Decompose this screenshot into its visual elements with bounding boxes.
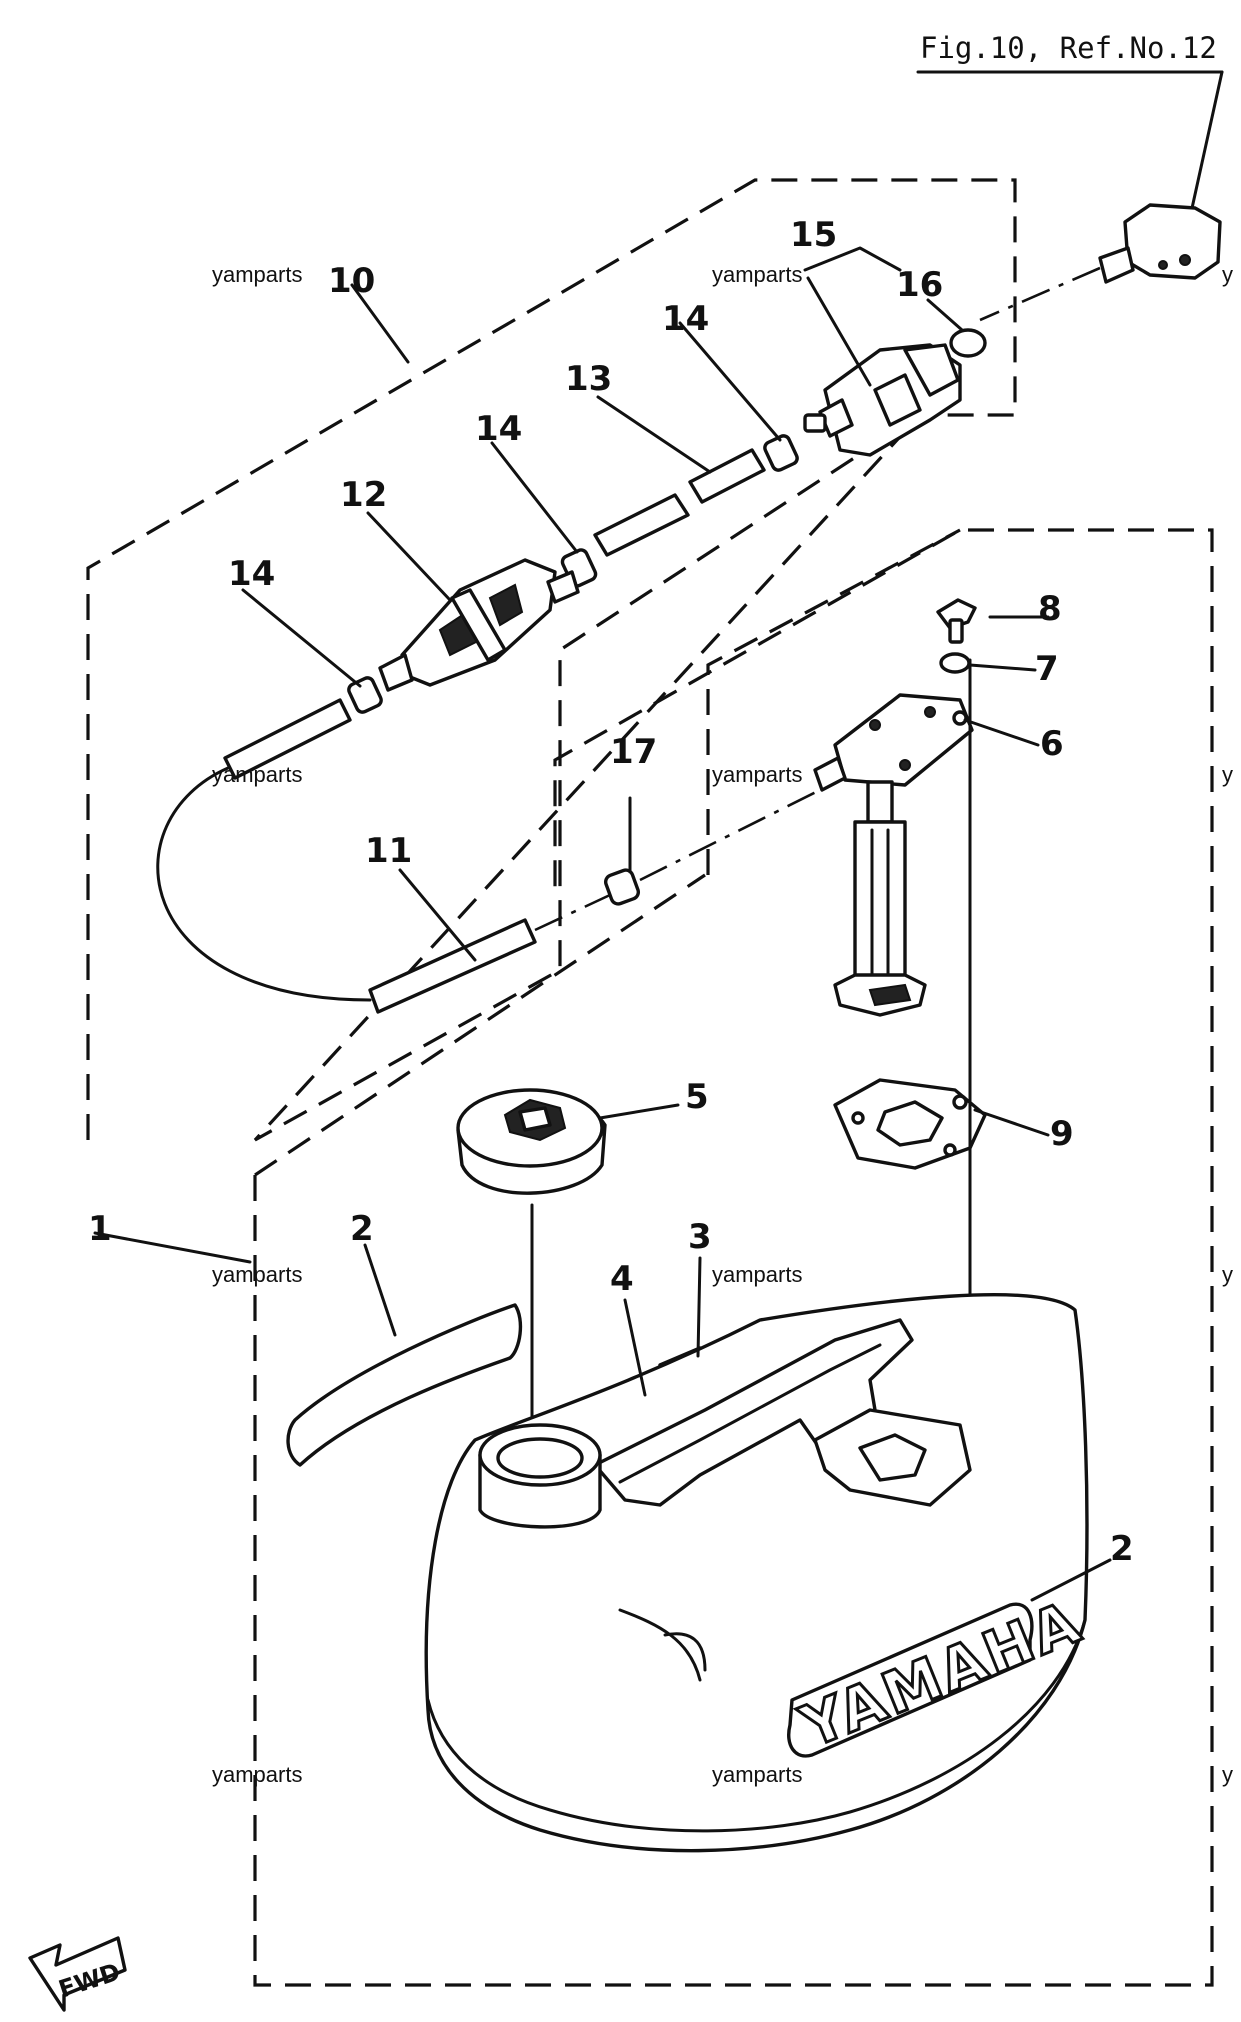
callout-15: 15 — [790, 215, 837, 255]
watermark: yamparts — [212, 762, 302, 787]
connector-centerline — [979, 266, 1101, 322]
clip-centerline — [534, 893, 611, 932]
washer — [939, 652, 971, 674]
callout-14b: 14 — [475, 409, 522, 449]
callout-3: 3 — [688, 1217, 712, 1257]
screw — [936, 598, 977, 644]
callout-1: 1 — [88, 1209, 112, 1249]
callout-11: 11 — [365, 831, 412, 871]
callout-8: 8 — [1038, 589, 1062, 629]
callout-10: 10 — [328, 261, 375, 301]
o-ring — [949, 328, 987, 358]
fuel-joint — [803, 343, 962, 457]
watermark: yamparts — [712, 262, 802, 287]
callout-7: 7 — [1035, 649, 1059, 689]
gauge-centerline — [639, 788, 821, 882]
hose-clip — [347, 676, 383, 714]
forward-arrow: FWD — [28, 1936, 127, 2012]
engine-fuel-connector — [1098, 203, 1222, 284]
watermark-edge: y — [1222, 762, 1233, 787]
hose-clip — [763, 434, 799, 472]
tank-assembly-outline — [253, 528, 1214, 1987]
fuel-tank: YAMAHA — [424, 1293, 1093, 1853]
inner-outline — [706, 528, 961, 875]
watermark: yamparts — [212, 1762, 302, 1787]
callout-9: 9 — [1050, 1114, 1074, 1154]
watermark: yamparts — [712, 1262, 802, 1287]
callout-14a: 14 — [662, 299, 709, 339]
callout-16: 16 — [896, 265, 943, 305]
primer-bulb — [378, 558, 580, 692]
watermark-edge: y — [1222, 262, 1233, 287]
callout-2a: 2 — [350, 1209, 374, 1249]
leader-lines — [93, 246, 1112, 1602]
hose-clip-17 — [603, 868, 641, 906]
watermark-edge: y — [1222, 1262, 1233, 1287]
watermark: yamparts — [212, 1262, 302, 1287]
callout-4: 4 — [610, 1259, 634, 1299]
watermark: yamparts — [212, 262, 302, 287]
callout-17: 17 — [610, 732, 657, 772]
callout-6: 6 — [1040, 724, 1064, 764]
figure-reference-label: Fig.10, Ref.No.12 — [920, 31, 1217, 65]
fuel-hose-long — [156, 698, 537, 1014]
callout-5: 5 — [685, 1077, 709, 1117]
fuel-hose-short — [593, 448, 766, 557]
fuel-tank-cap — [456, 1088, 607, 1195]
watermark: yamparts — [712, 1762, 802, 1787]
gasket — [833, 1078, 987, 1170]
callout-14c: 14 — [228, 554, 275, 594]
watermark: yamparts — [712, 762, 802, 787]
hose-assembly-outline — [86, 178, 1017, 1142]
watermark-edge: y — [1222, 1762, 1233, 1787]
fuel-meter-assembly — [813, 693, 974, 1017]
callout-13: 13 — [565, 359, 612, 399]
callout-12: 12 — [340, 475, 387, 515]
callout-2b: 2 — [1110, 1529, 1134, 1569]
side-decal — [286, 1303, 523, 1467]
